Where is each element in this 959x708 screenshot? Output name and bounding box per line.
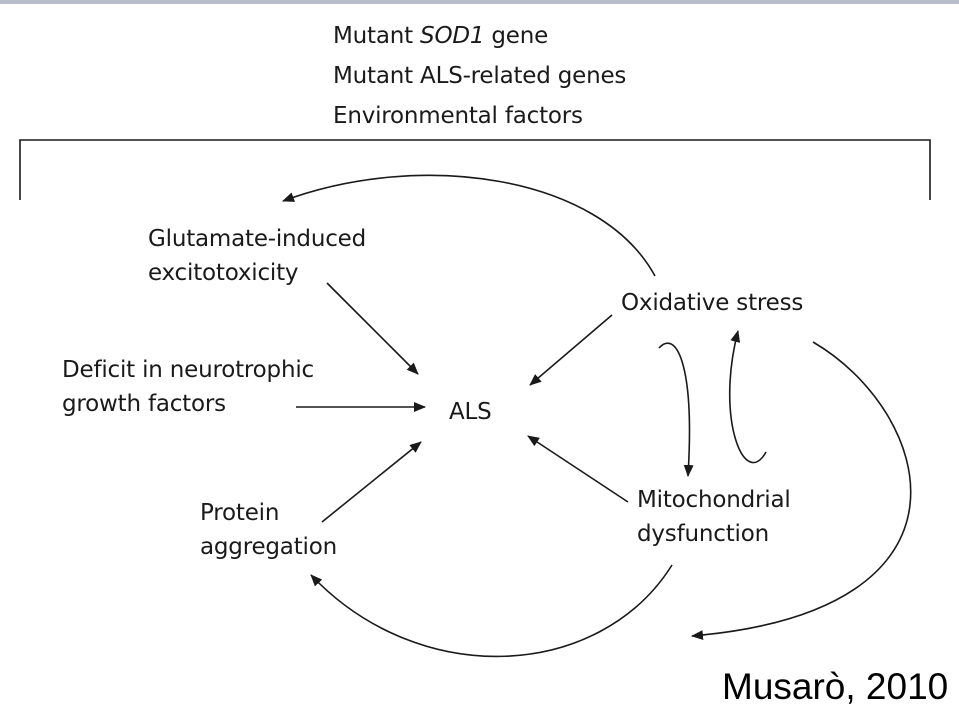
- node-glutamate-excitotoxicity: Glutamate-induced excitotoxicity: [148, 222, 366, 290]
- node-mitochondrial-dysfunction: Mitochondrial dysfunction: [637, 483, 791, 551]
- node-mito-line2: dysfunction: [637, 521, 769, 547]
- arrow-protein-to-als: [321, 441, 422, 523]
- arrow-mitochondrial-to-als: [527, 435, 629, 503]
- arrow-oxidative-loop-bottom: [691, 341, 912, 641]
- node-protein-aggregation: Protein aggregation: [200, 496, 337, 564]
- arrow-oxidative-to-als: [529, 314, 613, 386]
- arrow-oxidative-to-mitochondrial: [658, 342, 694, 477]
- arrow-mitochondrial-to-oxidative: [728, 330, 767, 464]
- cause-sod1-suffix: gene: [484, 23, 549, 49]
- node-mito-line1: Mitochondrial: [637, 487, 791, 513]
- causes-bracket: [19, 139, 931, 200]
- node-glutamate-line1: Glutamate-induced: [148, 226, 367, 252]
- citation: Musarò, 2010: [722, 666, 949, 707]
- node-protein-line2: aggregation: [200, 534, 337, 560]
- cause-environmental-factors: Environmental factors: [333, 103, 583, 129]
- causes-list: Mutant SOD1 gene Mutant ALS-related gene…: [333, 16, 626, 136]
- node-oxidative-stress: Oxidative stress: [621, 290, 804, 316]
- arrow-oxidative-to-glutamate: [282, 174, 656, 277]
- cause-sod1-prefix: Mutant: [333, 23, 421, 49]
- node-deficit-neurotrophic: Deficit in neurotrophic growth factors: [62, 353, 314, 421]
- cause-als-related-genes: Mutant ALS-related genes: [333, 63, 627, 89]
- arrow-glutamate-to-als: [326, 282, 419, 375]
- top-rule: [0, 0, 959, 4]
- node-deficit-line1: Deficit in neurotrophic: [62, 357, 314, 383]
- node-protein-line1: Protein: [200, 500, 280, 526]
- cause-sod1-gene-name: SOD1: [420, 23, 485, 49]
- node-als: ALS: [449, 399, 492, 425]
- arrow-mitochondrial-to-protein: [310, 564, 673, 658]
- node-glutamate-line2: excitotoxicity: [148, 260, 299, 286]
- cause-sod1-gene: Mutant SOD1 gene: [333, 16, 626, 56]
- node-deficit-line2: growth factors: [62, 391, 226, 417]
